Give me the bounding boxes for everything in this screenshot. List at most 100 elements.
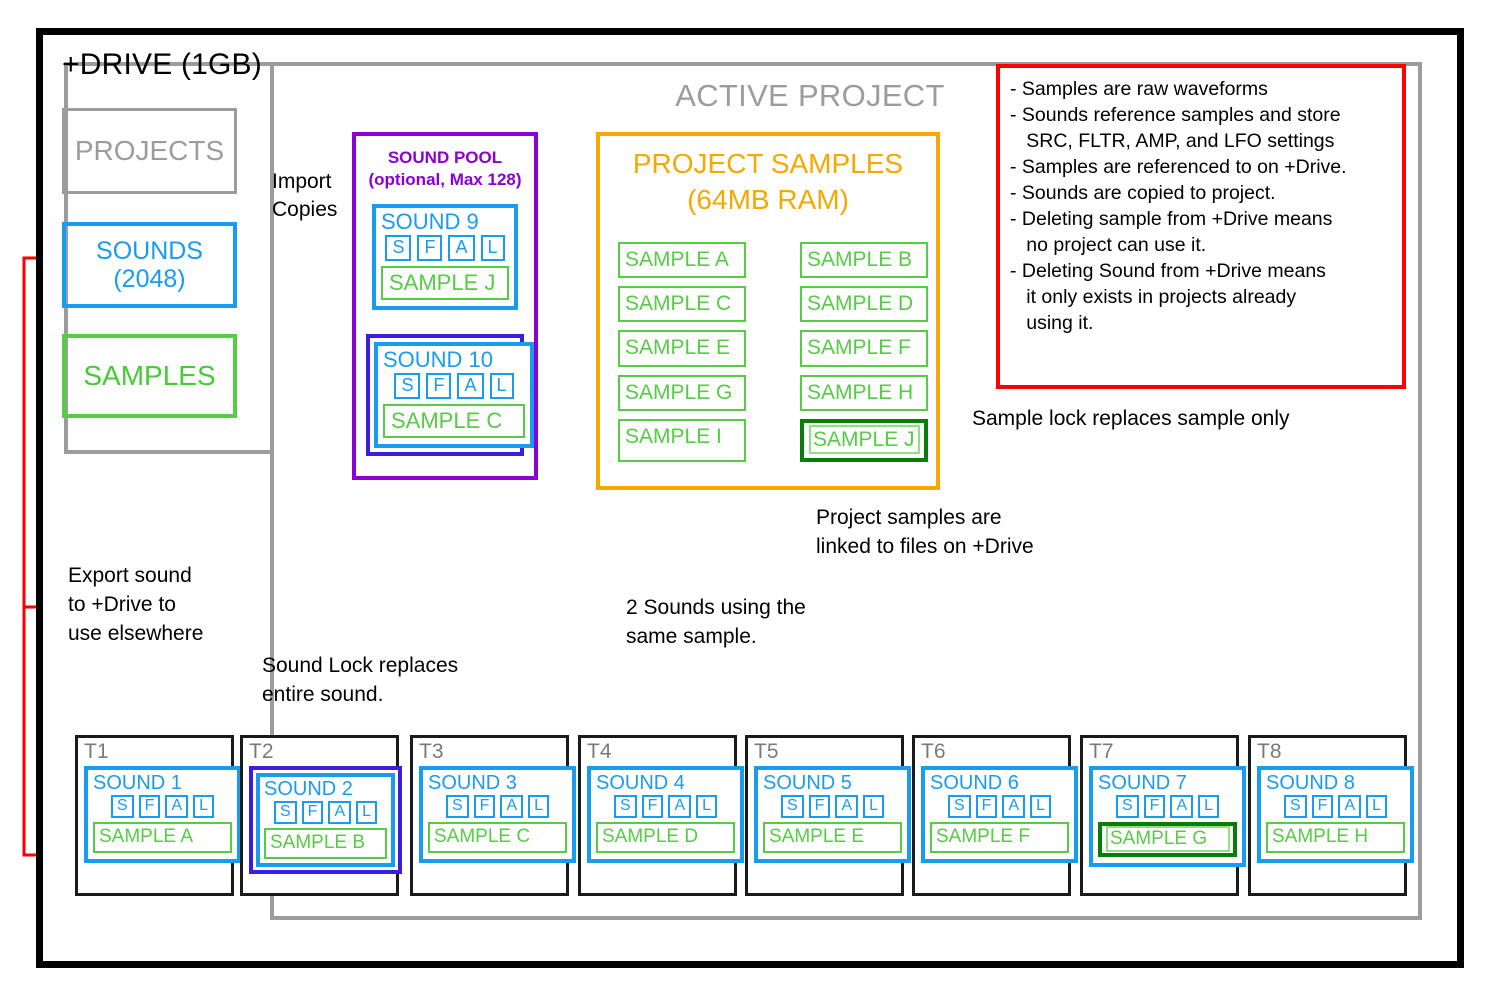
- sfal-row: S F A L: [381, 235, 509, 261]
- sfal-l[interactable]: L: [863, 795, 885, 818]
- sfal-l[interactable]: L: [1198, 795, 1220, 818]
- sfal-l[interactable]: L: [528, 795, 550, 818]
- note-item: - Samples are raw waveforms: [1010, 78, 1268, 100]
- sound-sample-slot[interactable]: SAMPLE C: [383, 404, 525, 439]
- sound-lock-wrapper-sound10: SOUND 10 S F A L SAMPLE C: [366, 334, 534, 457]
- sound-card-sound9[interactable]: SOUND 9 S F A L SAMPLE J: [372, 204, 518, 311]
- note-item: it only exists in projects already: [1010, 286, 1297, 309]
- project-sample-cell[interactable]: SAMPLE D: [800, 286, 928, 323]
- sound-title: SOUND 10: [383, 347, 494, 372]
- sfal-f[interactable]: F: [1143, 795, 1166, 818]
- sfal-l[interactable]: L: [1030, 795, 1052, 818]
- track-label: T1: [84, 740, 109, 763]
- project-sample-cell[interactable]: SAMPLE G: [618, 374, 746, 411]
- sound-sample-slot[interactable]: SAMPLE G: [1098, 822, 1237, 857]
- sfal-a[interactable]: A: [668, 795, 692, 818]
- sfal-s[interactable]: S: [385, 235, 412, 261]
- note-item: no project can use it.: [1010, 234, 1207, 257]
- sfal-s[interactable]: S: [613, 795, 637, 818]
- sfal-f[interactable]: F: [138, 795, 161, 818]
- samples-box[interactable]: SAMPLES: [62, 334, 237, 418]
- sfal-a[interactable]: A: [448, 235, 475, 261]
- sfal-a[interactable]: A: [1170, 795, 1194, 818]
- project-sample-cell[interactable]: SAMPLE B: [800, 242, 928, 279]
- callout-sound-lock: Sound Lock replaces entire sound.: [262, 654, 459, 706]
- project-sample-cell[interactable]: SAMPLE C: [618, 286, 746, 323]
- sfal-a[interactable]: A: [328, 801, 352, 824]
- sfal-f[interactable]: F: [1311, 795, 1334, 818]
- project-sample-cell[interactable]: SAMPLE I: [618, 418, 746, 462]
- sfal-s[interactable]: S: [445, 795, 469, 818]
- project-sample-cell[interactable]: SAMPLE H: [800, 374, 928, 411]
- track-label: T3: [419, 740, 444, 763]
- active-project-title: ACTIVE PROJECT: [675, 78, 945, 113]
- sfal-f[interactable]: F: [426, 373, 452, 399]
- sfal-l[interactable]: L: [356, 801, 378, 824]
- sound-title: SOUND 5: [763, 772, 852, 794]
- sfal-a[interactable]: A: [457, 373, 484, 399]
- sfal-l[interactable]: L: [480, 235, 505, 261]
- sound-sample-slot[interactable]: SAMPLE F: [930, 822, 1069, 853]
- sfal-f[interactable]: F: [975, 795, 998, 818]
- project-sample-cell[interactable]: SAMPLE F: [800, 330, 928, 367]
- sfal-s[interactable]: S: [110, 795, 134, 818]
- sound-title: SOUND 1: [93, 772, 182, 794]
- sound-sample-slot[interactable]: SAMPLE D: [596, 822, 735, 853]
- sfal-a[interactable]: A: [835, 795, 859, 818]
- callout-export-sound: Export sound to +Drive to use elsewhere: [68, 564, 204, 645]
- sfal-l[interactable]: L: [696, 795, 718, 818]
- sfal-a[interactable]: A: [165, 795, 189, 818]
- sound-sample-slot[interactable]: SAMPLE E: [763, 822, 902, 853]
- sfal-s[interactable]: S: [947, 795, 971, 818]
- sample-lock-highlight: SAMPLE G: [1106, 826, 1230, 852]
- sound-sample-slot[interactable]: SAMPLE A: [93, 822, 232, 853]
- sfal-a[interactable]: A: [1338, 795, 1362, 818]
- sfal-f[interactable]: F: [473, 795, 496, 818]
- sound-sample-slot[interactable]: SAMPLE C: [428, 822, 567, 853]
- sfal-f[interactable]: F: [641, 795, 664, 818]
- sfal-a[interactable]: A: [1002, 795, 1026, 818]
- sound-sample-slot[interactable]: SAMPLE B: [264, 828, 387, 859]
- sfal-s[interactable]: S: [1283, 795, 1307, 818]
- sounds-box[interactable]: SOUNDS (2048): [62, 222, 237, 308]
- project-sample-cell[interactable]: SAMPLE A: [618, 242, 746, 279]
- sfal-s[interactable]: S: [394, 373, 421, 399]
- sfal-l[interactable]: L: [489, 373, 514, 399]
- sound-sample-slot[interactable]: SAMPLE H: [1266, 822, 1405, 853]
- sound-card-sound10[interactable]: SOUND 10 S F A L SAMPLE C: [374, 342, 534, 449]
- sfal-f[interactable]: F: [301, 801, 324, 824]
- sfal-f[interactable]: F: [417, 235, 443, 261]
- projects-box[interactable]: PROJECTS: [62, 108, 237, 194]
- sfal-l[interactable]: L: [1366, 795, 1388, 818]
- sfal-f[interactable]: F: [808, 795, 831, 818]
- note-item: using it.: [1010, 312, 1094, 335]
- project-sample-cell[interactable]: SAMPLE E: [618, 330, 746, 367]
- sfal-a[interactable]: A: [500, 795, 524, 818]
- sound-sample-slot[interactable]: SAMPLE J: [381, 266, 509, 301]
- sound-title: SOUND 3: [428, 772, 517, 794]
- sfal-l[interactable]: L: [193, 795, 215, 818]
- track-label: T5: [754, 740, 779, 763]
- project-sample-cell[interactable]: SAMPLE J: [800, 418, 928, 462]
- sfal-s[interactable]: S: [273, 801, 297, 824]
- sounds-count: (2048): [113, 265, 186, 293]
- sfal-s[interactable]: S: [1115, 795, 1139, 818]
- sfal-s[interactable]: S: [780, 795, 804, 818]
